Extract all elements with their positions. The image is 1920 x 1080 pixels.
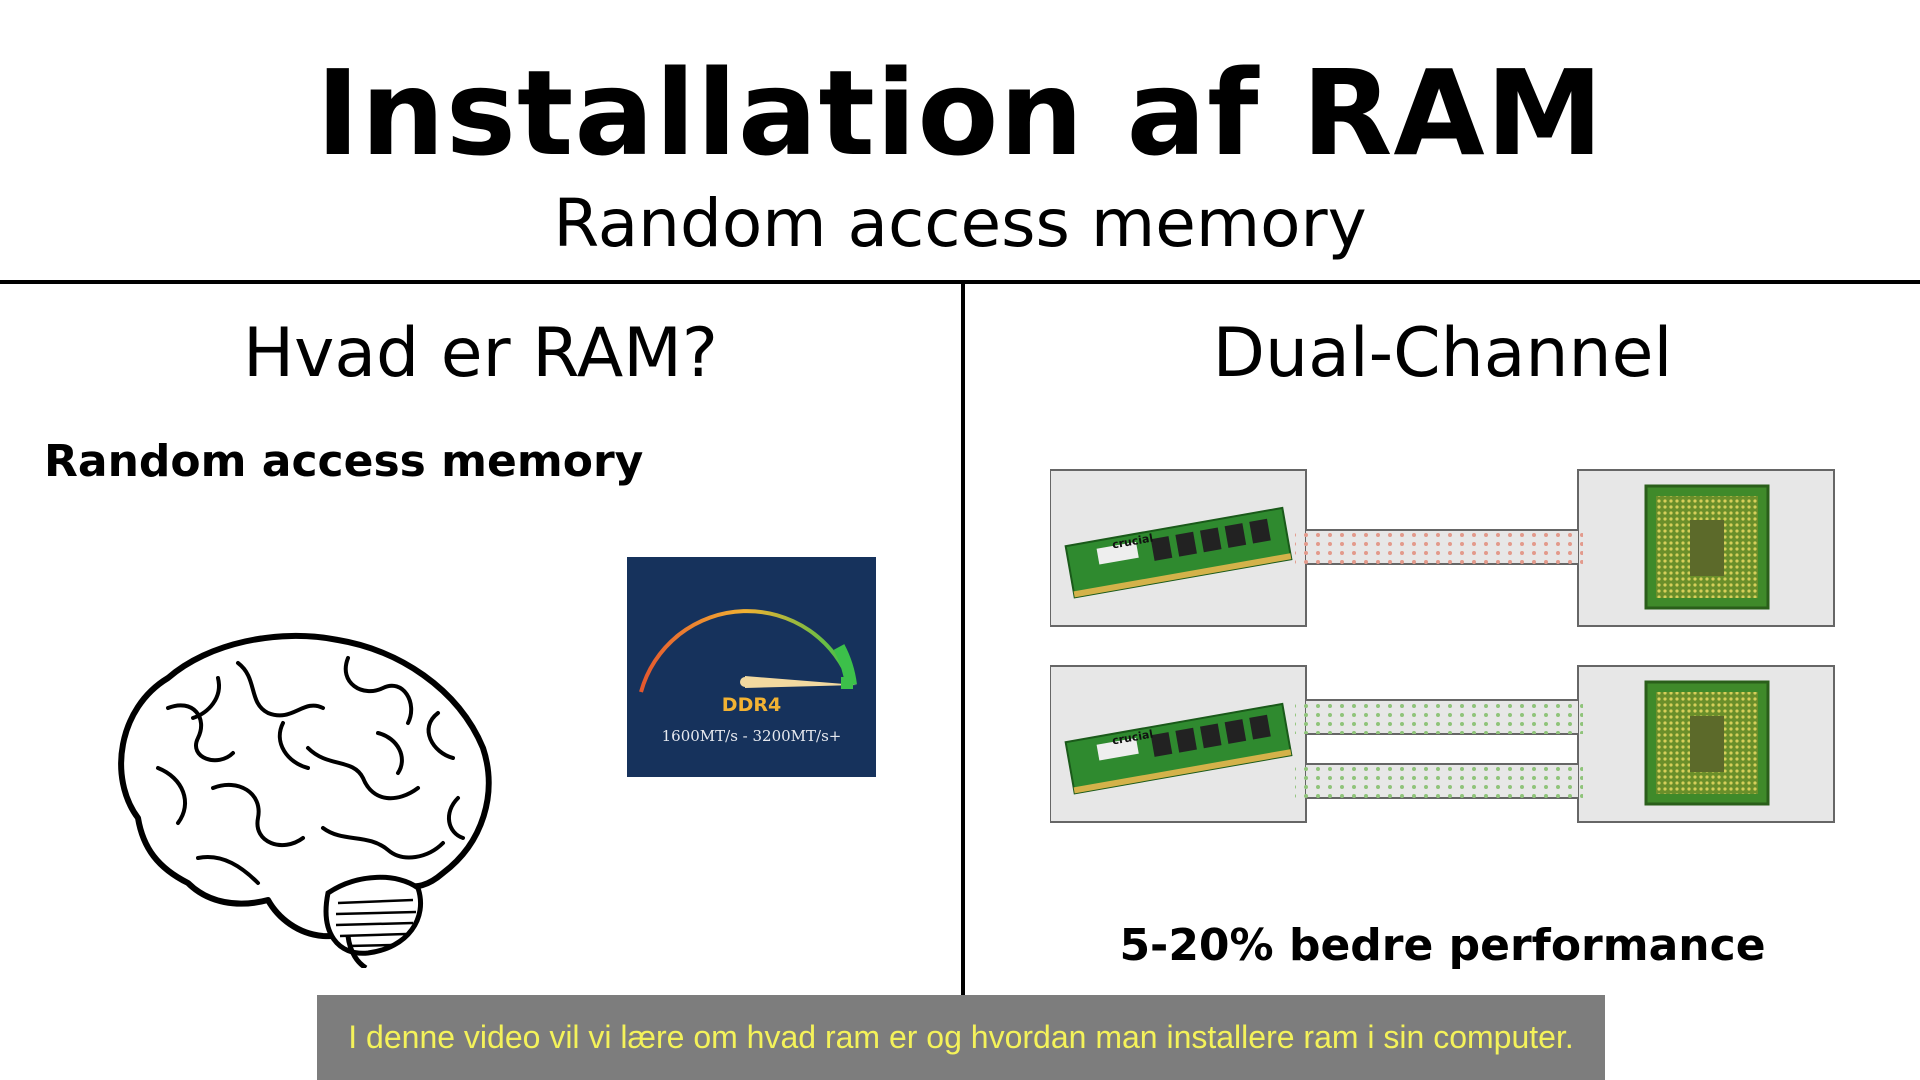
performance-caption: 5-20% bedre performance <box>1119 920 1766 971</box>
horizontal-divider <box>0 280 1920 284</box>
ram-module-icon <box>1064 702 1293 795</box>
ddr4-speed-card: DDR4 1600MT/s - 3200MT/s+ <box>627 557 876 777</box>
cpu-chip-icon <box>1644 484 1770 610</box>
single-channel-row <box>1050 469 1835 627</box>
left-panel-subheading: Random access memory <box>44 436 644 487</box>
ddr4-speed-range: 1600MT/s - 3200MT/s+ <box>661 727 842 745</box>
speedometer-gauge-icon <box>639 609 857 693</box>
cpu-chip-icon <box>1644 680 1770 806</box>
slide-subtitle: Random access memory <box>553 185 1367 262</box>
left-panel-heading: Hvad er RAM? <box>242 314 718 393</box>
ram-module-icon <box>1064 506 1293 599</box>
brain-illustration <box>118 632 492 968</box>
dual-channel-diagram <box>1050 469 1835 823</box>
right-panel-heading: Dual-Channel <box>1212 314 1673 393</box>
slide-title: Installation af RAM <box>315 44 1605 182</box>
dual-channel-row <box>1050 665 1835 823</box>
ddr4-label: DDR4 <box>721 694 782 716</box>
vertical-divider <box>961 284 965 1080</box>
video-subtitle-bar: I denne video vil vi lære om hvad ram er… <box>317 995 1605 1080</box>
